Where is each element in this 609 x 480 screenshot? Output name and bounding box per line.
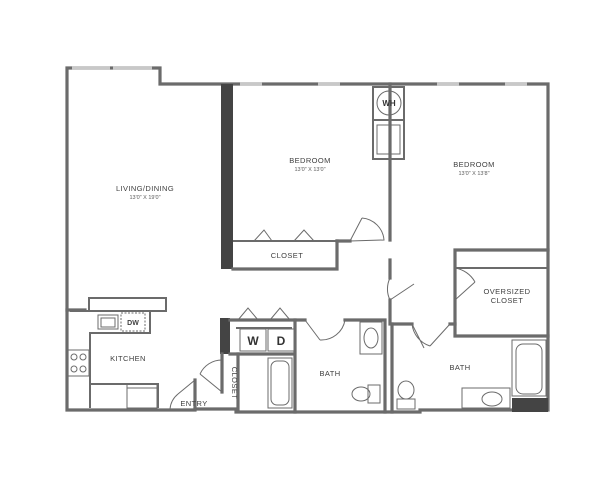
door-entry-closet [199,359,223,393]
bath2-tub-inner [515,343,543,395]
bath1-vanity [359,321,383,355]
solid-block-bath2 [512,398,548,412]
bath1-label: BATH [319,369,340,378]
wall-laundry [228,318,297,414]
entry-closet-label: CLOSET [230,367,239,399]
bath2-sink-icon [481,391,503,407]
wall-oversized-closet [453,248,550,338]
door-bedroom2 [386,277,415,301]
kitchen-upper-counter [88,297,167,312]
entry-label: ENTRY [180,399,207,408]
bath1-tub-inner [270,360,290,406]
windows [72,66,527,86]
washer-label: W [247,334,259,348]
water-heater-icon [376,90,402,116]
wall-bath1-top [293,318,387,414]
door-oversized-closet [454,267,476,301]
living-dining-label: LIVING/DINING [116,184,174,193]
dishwasher-label: DW [127,320,139,327]
kitchen-l-counter [70,310,159,408]
stove-burner-1 [70,353,78,361]
bedroom2-dimensions: 13'0" X 13'8" [458,171,489,177]
fixtures: WH W D DW [67,90,547,410]
washer-icon [239,328,267,352]
doors [169,217,476,410]
door-bath2 [411,323,451,349]
bedroom1-label: BEDROOM [289,156,331,165]
door-laundry [237,307,291,321]
bath2-tub-icon [511,339,547,397]
kitchen-sink-icon [97,314,119,330]
dryer-label: D [277,334,286,348]
bath1-toilet-icon [351,386,371,402]
stove-burner-3 [70,365,78,373]
water-heater-label: WH [382,99,396,108]
door-entry [169,379,196,410]
dryer-icon [267,328,295,352]
oversized-closet-label-line1: OVERSIZED [484,287,531,296]
room-labels: LIVING/DINING 13'0" X 19'0" BEDROOM 13'0… [110,156,531,408]
solid-blocks [512,398,548,412]
door-bedroom1 [349,217,385,242]
dishwasher-icon [120,312,146,332]
hvac-unit [376,124,401,155]
kitchen-label: KITCHEN [110,354,146,363]
door-bedroom1-closet [253,229,315,242]
solid-wall-laundry-left [220,318,230,354]
bedroom2-label: BEDROOM [453,160,495,169]
door-bath1 [304,319,346,341]
wh-closet [372,86,405,160]
bath1-toilet-tank [367,384,381,404]
refrigerator-icon [126,383,158,409]
bath2-toilet-icon [397,380,415,400]
bath1-tub-icon [267,357,293,409]
kitchen-sink-basin [100,317,116,328]
solid-wall-living-bedroom [221,84,233,269]
oversized-closet-label-line2: CLOSET [491,296,523,305]
stove-burner-2 [79,353,87,361]
stove-icon [67,349,90,377]
bedroom1-dimensions: 13'0" X 13'0" [294,167,325,173]
wall-entry-closet [220,352,240,411]
bath2-toilet-tank [396,398,416,410]
bath1-sink-icon [363,327,379,349]
bath2-label: BATH [449,363,470,372]
interior-walls [65,82,550,414]
wall-bedroom1-closet-bottom [231,239,339,271]
bath2-vanity [461,387,511,409]
bedroom1-closet-label: CLOSET [271,251,303,260]
living-dining-dimensions: 13'0" X 19'0" [129,195,160,201]
stove-burner-4 [79,365,87,373]
